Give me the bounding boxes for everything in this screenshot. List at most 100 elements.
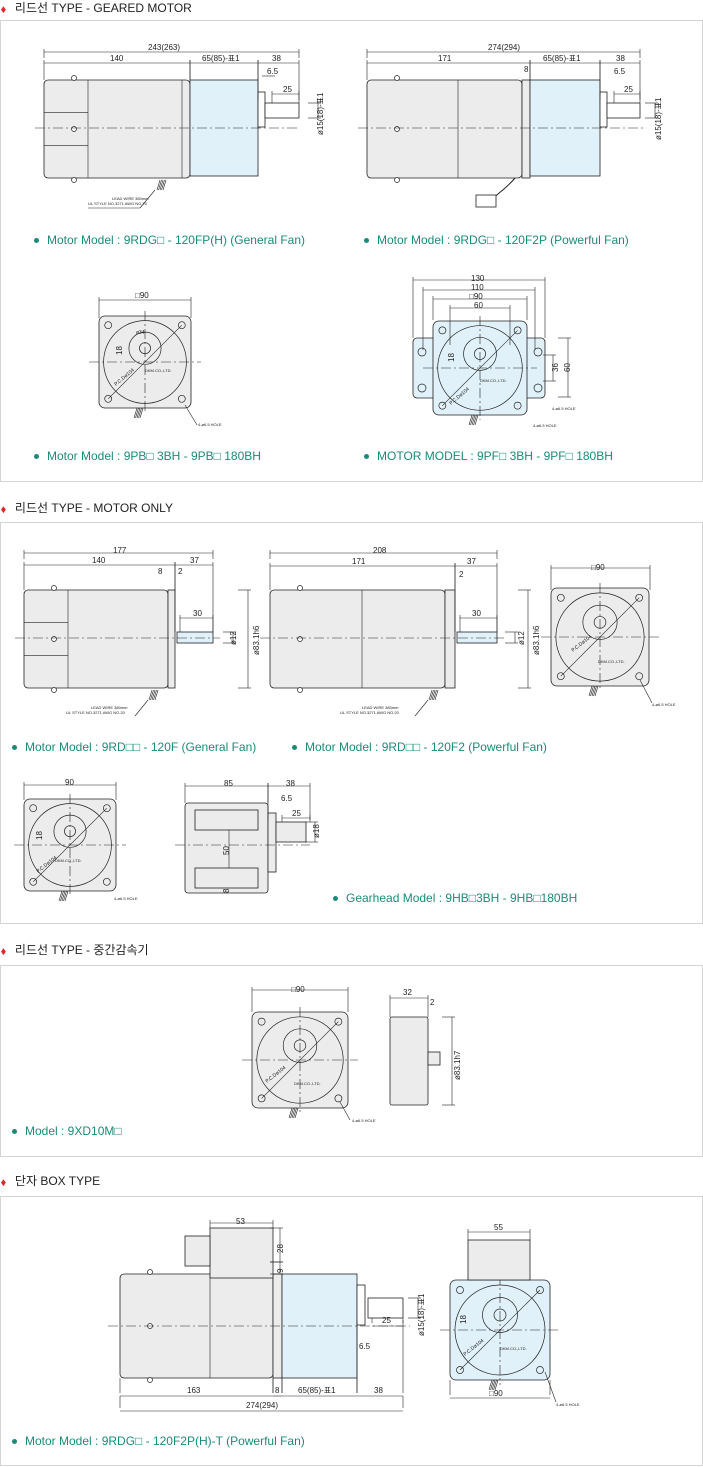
motor-body bbox=[43, 79, 191, 179]
dimension-line bbox=[491, 1379, 496, 1391]
screw-icon bbox=[71, 177, 77, 183]
drawing-geometry bbox=[14, 49, 659, 1412]
dimension-line bbox=[139, 189, 156, 209]
dim-label: 60 bbox=[563, 363, 572, 372]
dim-label: ø15(18)-표1 bbox=[654, 97, 663, 140]
dim-label: ø12 bbox=[517, 631, 526, 645]
dim-label: 8 bbox=[158, 567, 163, 576]
caption-motor-powerful: Motor Model : 9RD□□ - 120F2 (Powerful Fa… bbox=[292, 740, 547, 754]
dims-gearhead: 90 18 P.C.Dø104 DKM.CO.,LTD. 4-ø6.5 HOLE… bbox=[35, 778, 321, 901]
dim-label: 140 bbox=[110, 54, 124, 63]
dim-label: ø83.1h7 bbox=[453, 1050, 462, 1080]
dim-label: 6.5 bbox=[359, 1342, 371, 1351]
dimension-line bbox=[490, 1379, 494, 1391]
dim-label: 6.5 bbox=[281, 794, 293, 803]
dim-label: 9 bbox=[276, 1268, 285, 1273]
dim-label: 2 bbox=[430, 998, 435, 1007]
dim-label: 55 bbox=[494, 1223, 503, 1232]
gear-boss bbox=[257, 91, 266, 128]
dim-label: 30 bbox=[193, 609, 202, 618]
dimension-line bbox=[471, 414, 476, 426]
dimension-line bbox=[150, 689, 154, 701]
mount-hole-icon bbox=[29, 804, 38, 813]
dim-label: 36 bbox=[551, 363, 560, 372]
output-shaft bbox=[427, 1051, 441, 1066]
caption-geared-general: Motor Model : 9RDG□ - 120FP(H) (General … bbox=[34, 233, 305, 247]
section-title-motor-only: ◆리드선 TYPE - MOTOR ONLY bbox=[0, 500, 173, 516]
chevron-right-icon: ◆ bbox=[1, 1177, 6, 1187]
gear-slot bbox=[194, 867, 259, 889]
dimension-line bbox=[63, 890, 67, 902]
caption-text: Motor Model : 9RDG□ - 120F2P(H)-T (Power… bbox=[25, 1434, 305, 1448]
dim-label: □90 bbox=[469, 292, 483, 301]
note-lead-wire: LEAD WIRE 380mm bbox=[91, 705, 128, 710]
dimension-line bbox=[134, 699, 149, 717]
caption-reducer: Model : 9XD10M□ bbox=[12, 1124, 122, 1138]
section-title-text: 단자 BOX TYPE bbox=[14, 1174, 101, 1188]
mount-hole-icon bbox=[635, 593, 644, 602]
dimension-line bbox=[414, 699, 429, 717]
mount-hole-icon bbox=[102, 877, 111, 886]
dim-label: ø15(18)-표1 bbox=[316, 92, 325, 135]
dim-label: ø83.1h6 bbox=[532, 625, 541, 655]
bullet-icon bbox=[34, 238, 39, 244]
mount-hole-icon bbox=[29, 877, 38, 886]
mount-hole-icon bbox=[257, 1094, 266, 1103]
hole-note: 4-ø6.5 HOLE bbox=[552, 406, 576, 411]
dimension-line bbox=[288, 1107, 293, 1119]
caption-geared-powerful: Motor Model : 9RDG□ - 120F2P (Powerful F… bbox=[364, 233, 629, 247]
dim-label: 38 bbox=[286, 779, 295, 788]
mount-hole-icon bbox=[177, 394, 186, 403]
dimension-line bbox=[135, 407, 139, 419]
mount-hole-icon bbox=[635, 672, 644, 681]
dimension-line bbox=[162, 179, 167, 191]
output-shaft bbox=[606, 102, 641, 119]
dim-label: 65(85)-표1 bbox=[298, 1386, 336, 1395]
dim-label: 163 bbox=[187, 1386, 201, 1395]
dim-label: 18 bbox=[459, 1315, 468, 1324]
screw-icon bbox=[71, 75, 77, 81]
dim-label: 65(85)-표1 bbox=[202, 54, 240, 63]
dimension-line bbox=[430, 689, 434, 701]
flange bbox=[167, 589, 176, 689]
screw-icon bbox=[394, 75, 400, 81]
dimension-line bbox=[474, 414, 479, 426]
screw-icon bbox=[297, 585, 303, 591]
screw-icon bbox=[394, 126, 400, 132]
dim-label: 90 bbox=[65, 778, 74, 787]
dims-motor-general: 177 140 37 8 2 30 ø12 ø83.1h6 LEAD WIRE … bbox=[66, 546, 261, 715]
terminal-box-top bbox=[467, 1239, 531, 1281]
gear-boss bbox=[356, 1284, 366, 1326]
dim-label: ø34 bbox=[136, 330, 145, 336]
mount-hole-icon bbox=[556, 672, 565, 681]
dimension-line bbox=[488, 1379, 493, 1391]
dim-label: 8 bbox=[275, 1386, 280, 1395]
dim-label: 85 bbox=[224, 779, 233, 788]
dim-label: 25 bbox=[292, 809, 301, 818]
dimension-line bbox=[293, 1107, 297, 1119]
screw-icon bbox=[147, 1377, 153, 1383]
caption-text: Motor Model : 9RDG□ - 120F2P (Powerful F… bbox=[377, 233, 629, 247]
note-ul-style: UL STYLE NO.3271 AWG NO.20 bbox=[66, 710, 126, 715]
dim-label: 171 bbox=[438, 54, 452, 63]
screw-icon bbox=[71, 126, 77, 132]
dim-label: 38 bbox=[272, 54, 281, 63]
dim-label: 140 bbox=[92, 556, 106, 565]
caption-terminal-box: Motor Model : 9RDG□ - 120F2P(H)-T (Power… bbox=[12, 1434, 305, 1448]
reducer-side bbox=[389, 1016, 429, 1106]
output-shaft bbox=[367, 1297, 404, 1319]
hole-note: 4-ø6.5 HOLE bbox=[198, 422, 222, 427]
note-lead-wire: LEAD WIRE 380mm bbox=[362, 705, 399, 710]
dim-label: 38 bbox=[374, 1386, 383, 1395]
output-shaft bbox=[264, 102, 300, 119]
bullet-icon bbox=[333, 896, 338, 902]
dimension-line bbox=[588, 685, 593, 697]
mount-hole-icon bbox=[257, 1017, 266, 1026]
dimension-line bbox=[339, 1101, 351, 1121]
bullet-icon bbox=[364, 454, 369, 460]
caption-text: Motor Model : 9RD□□ - 120F2 (Powerful Fa… bbox=[305, 740, 547, 754]
chevron-right-icon: ◆ bbox=[1, 946, 6, 956]
dim-label: 32 bbox=[403, 988, 412, 997]
dimension-line bbox=[470, 414, 474, 426]
dimension-line bbox=[468, 414, 473, 426]
